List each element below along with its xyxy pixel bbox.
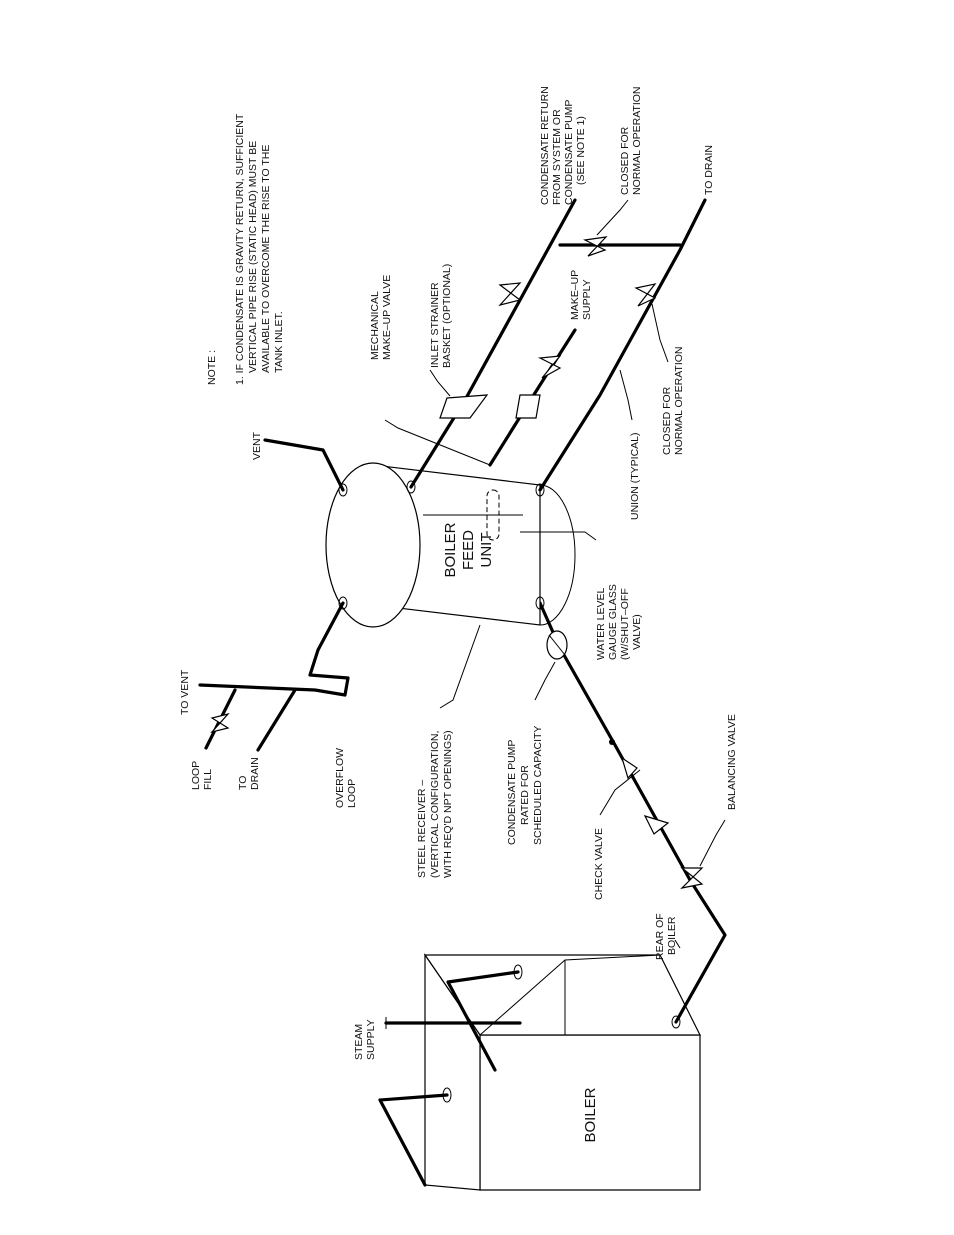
overflow-loop-piping bbox=[198, 601, 350, 752]
inlet-strainer-2: BASKET (OPTIONAL) bbox=[441, 264, 453, 368]
check-valve-symbol bbox=[643, 815, 670, 835]
inlet-piping bbox=[409, 198, 707, 492]
condensate-return-1: CONDENSATE RETURN bbox=[539, 86, 551, 205]
mechanical-valve-2: MAKE–UP VALVE bbox=[381, 275, 393, 360]
condensate-pump-3: SCHEDULED CAPACITY bbox=[532, 726, 544, 845]
makeup-supply-1: MAKE–UP bbox=[569, 270, 581, 320]
note-title: NOTE : bbox=[206, 350, 218, 385]
vent-pipe bbox=[263, 438, 345, 492]
balancing-valve-label: BALANCING VALVE bbox=[726, 714, 738, 810]
condensate-return-3: CONDENSATE PUMP bbox=[563, 100, 575, 205]
rear-of-boiler-2: BOILER bbox=[666, 916, 678, 955]
loop-fill-label-1: LOOP bbox=[190, 761, 202, 790]
water-level-3: (W/SHUT–OFF bbox=[619, 588, 631, 660]
steam-supply-1: STEAM bbox=[353, 1024, 365, 1060]
boiler-feed-unit-label-3: UNIT bbox=[478, 533, 495, 568]
steel-receiver-3: WITH REQ'D NPT OPENINGS) bbox=[442, 730, 454, 878]
makeup-supply-2: SUPPLY bbox=[581, 279, 593, 320]
check-valve-label: CHECK VALVE bbox=[593, 828, 605, 900]
mechanical-valve-1: MECHANICAL bbox=[369, 291, 381, 360]
closed-normal-upper-2: NORMAL OPERATION bbox=[631, 86, 643, 195]
condensate-pump-2: RATED FOR bbox=[519, 765, 531, 825]
water-level-2: GAUGE GLASS bbox=[607, 584, 619, 660]
union-typical-label: UNION (TYPICAL) bbox=[629, 432, 641, 520]
steel-receiver-2: (VERTICAL CONFIGURATION, bbox=[429, 731, 441, 878]
to-drain-left-1: TO bbox=[237, 776, 249, 790]
steam-supply-2: SUPPLY bbox=[365, 1019, 377, 1060]
condensate-return-2: FROM SYSTEM OR bbox=[551, 109, 563, 205]
condensate-return-4: (SEE NOTE 1) bbox=[575, 116, 587, 185]
overflow-loop-1: OVERFLOW bbox=[334, 748, 346, 808]
vent-label: VENT bbox=[251, 431, 263, 460]
loop-fill-label-2: FILL bbox=[202, 769, 214, 790]
inlet-strainer-1: INLET STRAINER bbox=[429, 282, 441, 368]
overflow-loop-2: LOOP bbox=[346, 779, 358, 808]
water-level-1: WATER LEVEL bbox=[595, 587, 607, 660]
closed-normal-lower-2: NORMAL OPERATION bbox=[673, 346, 685, 455]
boiler-feed-unit-label-2: FEED bbox=[460, 530, 477, 570]
to-vent-label: TO VENT bbox=[179, 669, 191, 715]
boiler-feed-unit-tank: BOILER FEED UNIT bbox=[325, 462, 576, 628]
steam-supply-piping bbox=[378, 970, 522, 1187]
boiler-feed-unit-label-1: BOILER bbox=[442, 522, 459, 577]
to-drain-left-2: DRAIN bbox=[249, 757, 261, 790]
condensate-pump-symbol bbox=[546, 630, 568, 660]
note-line-1: 1. IF CONDENSATE IS GRAVITY RETURN, SUFF… bbox=[234, 113, 246, 385]
small-valve-symbol bbox=[609, 739, 638, 780]
rear-of-boiler-1: REAR OF bbox=[654, 913, 666, 960]
closed-normal-lower-1: CLOSED FOR bbox=[661, 386, 673, 455]
note-line-3: AVAILABLE TO OVERCOME THE RISE TO THE bbox=[260, 145, 272, 373]
balancing-valve-symbol bbox=[680, 867, 704, 889]
note-line-4: TANK INLET. bbox=[273, 311, 285, 373]
steel-receiver-1: STEEL RECEIVER – bbox=[416, 780, 428, 878]
annotations: NOTE : 1. IF CONDENSATE IS GRAVITY RETUR… bbox=[179, 86, 738, 1060]
water-level-4: VALVE) bbox=[631, 614, 643, 650]
boiler-label: BOILER bbox=[582, 1087, 599, 1142]
condensate-pump-1: CONDENSATE PUMP bbox=[506, 740, 518, 845]
closed-normal-upper-1: CLOSED FOR bbox=[619, 126, 631, 195]
boiler: BOILER bbox=[423, 953, 701, 1191]
to-drain-right-label: TO DRAIN bbox=[703, 145, 715, 195]
note-line-2: VERTICAL PIPE RISE (STATIC HEAD) MUST BE bbox=[247, 141, 259, 373]
